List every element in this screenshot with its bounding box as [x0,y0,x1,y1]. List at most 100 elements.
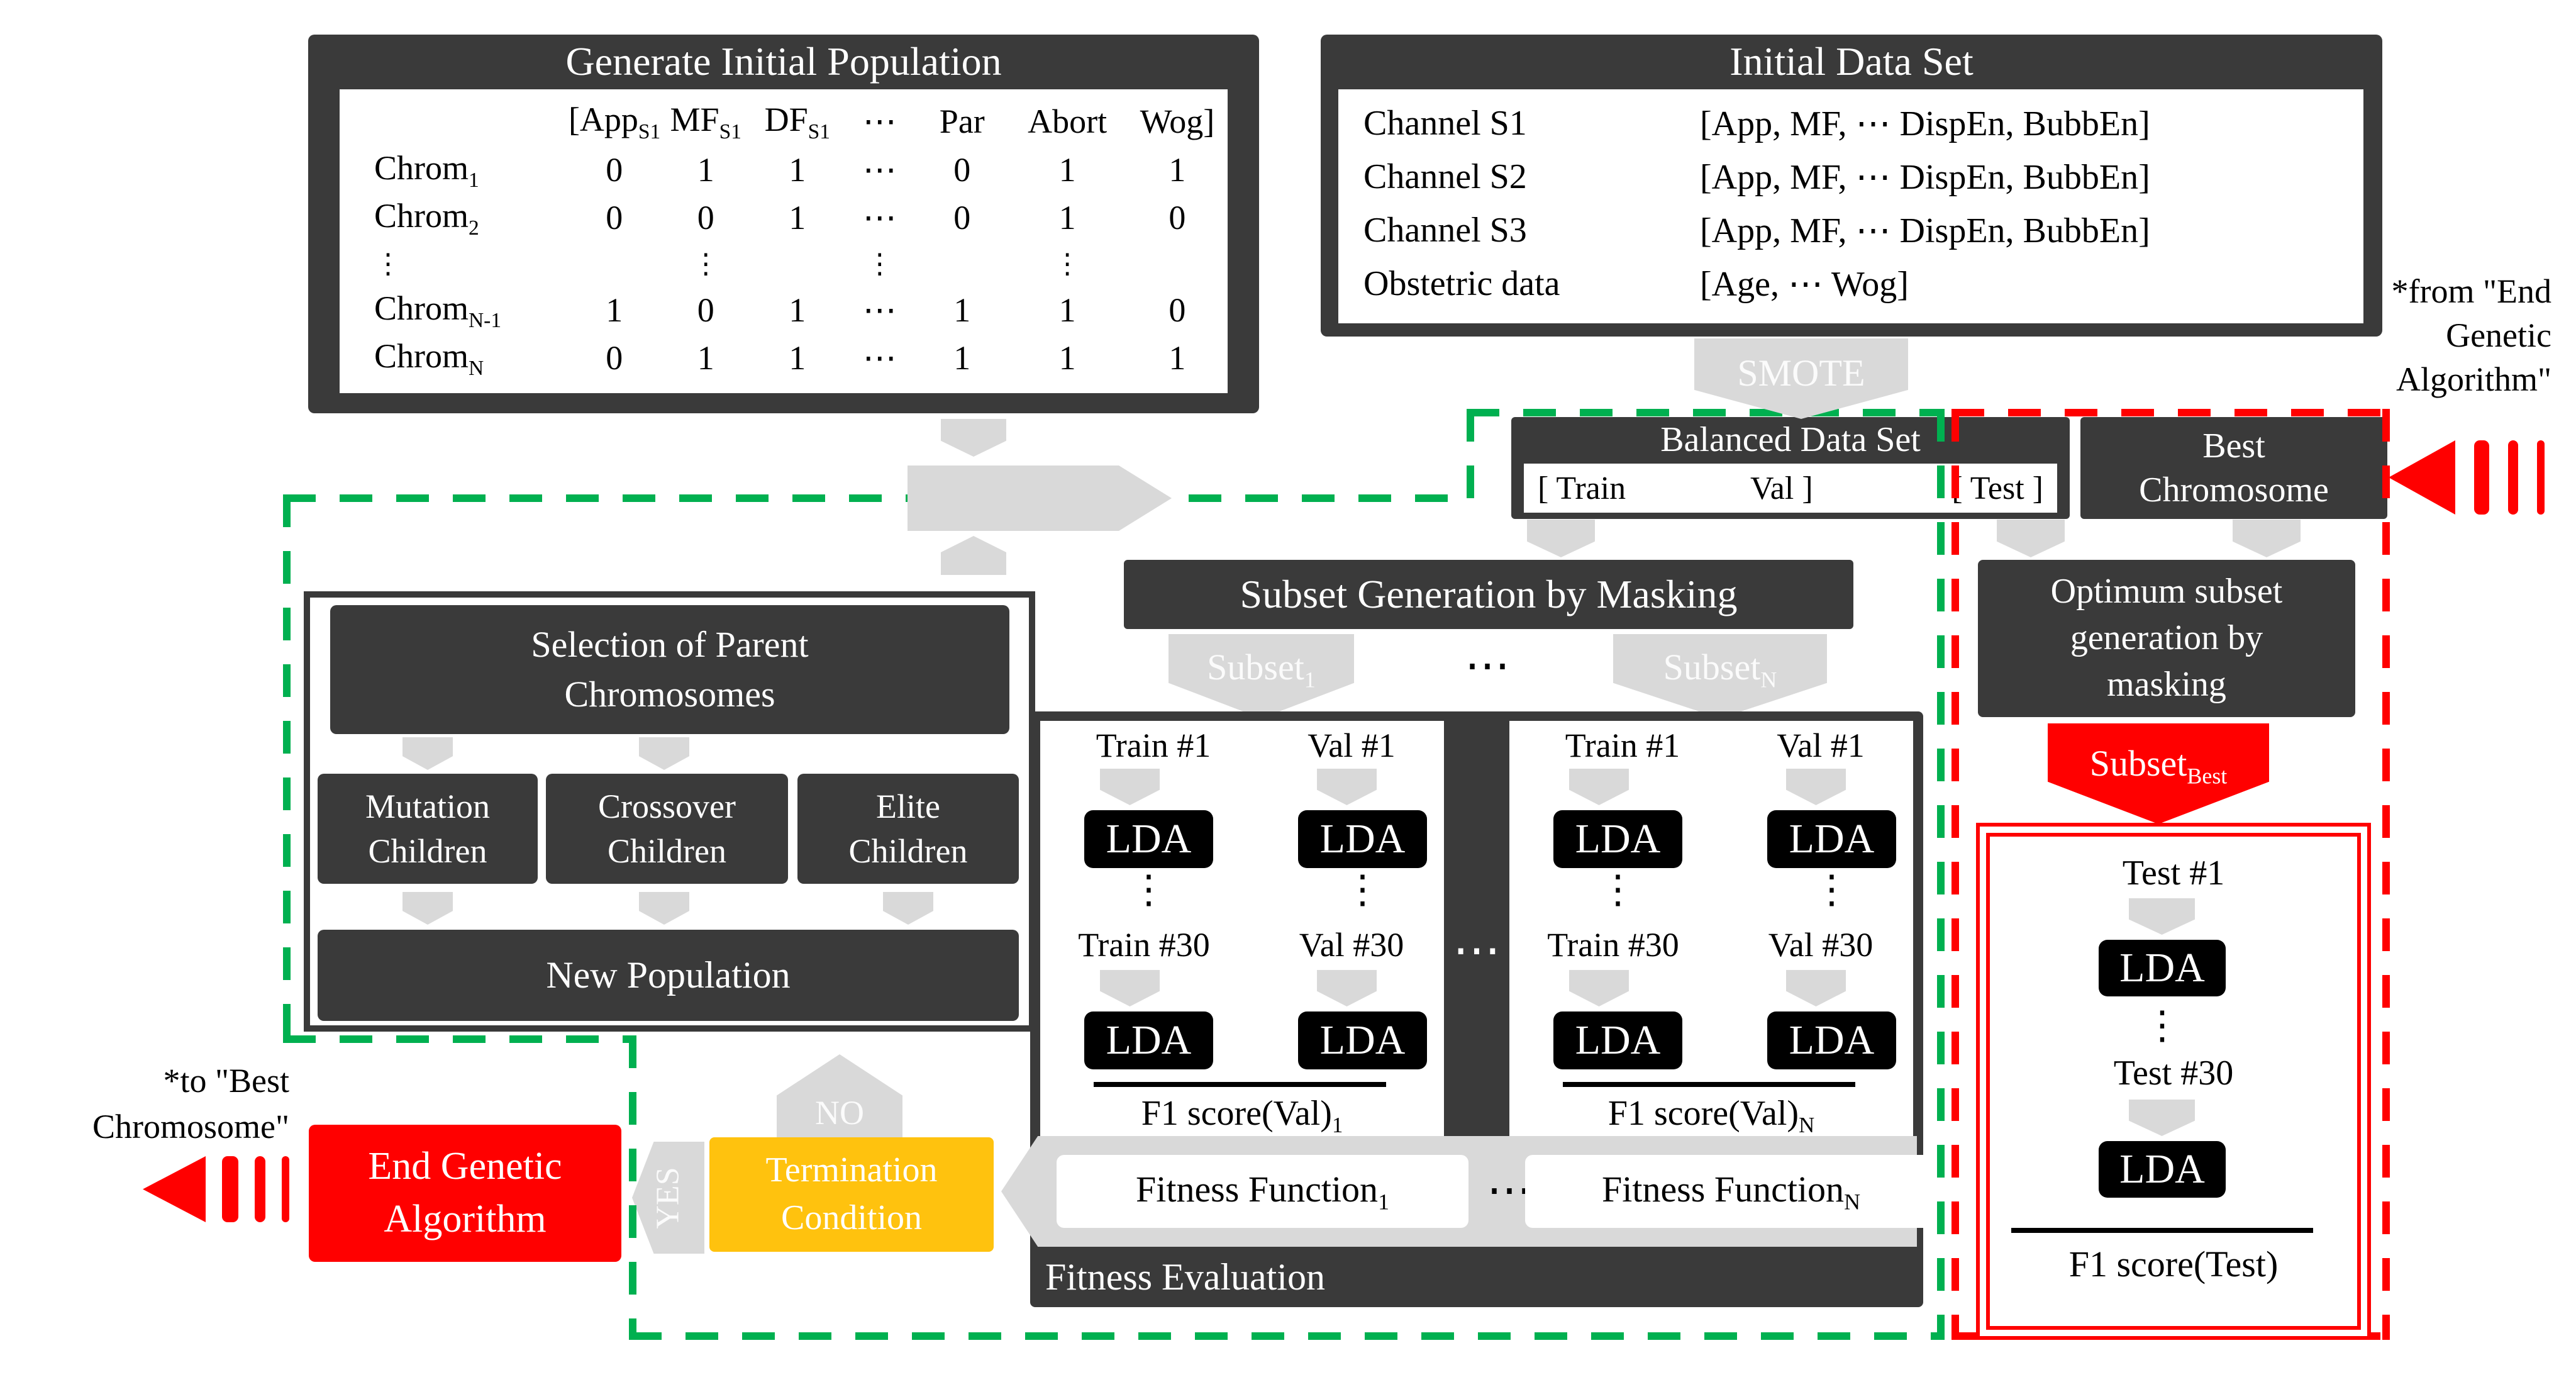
box-line: generation by [2070,618,2263,658]
gene-cell: 1 [697,339,714,377]
test-label: Test #30 [2113,1054,2234,1093]
box-line: Mutation [365,788,490,826]
subset1-label: Subset1 [1207,646,1316,693]
vertical-dots: ⋮ [1598,869,1638,911]
selection-line: Chromosomes [564,673,775,715]
best-chromosome-line: Best [2202,426,2265,465]
score-divider-line [1563,1082,1855,1087]
test-label: Test #1 [2122,854,2225,893]
subset-ellipsis: ⋯ [1465,640,1510,691]
gene-header: Wog] [1140,102,1215,140]
gene-cell: ⋯ [862,199,897,237]
gene-cell: 0 [697,291,714,329]
note-line: Algorithm" [2396,360,2551,399]
val-label: Val #30 [1768,926,1874,964]
val-split-label: Val ] [1750,471,1813,506]
test-split-label: [ Test ] [1951,471,2043,506]
lda-classifier-box: LDA [1084,810,1213,868]
flow-arrow-down-icon [1527,520,1595,557]
f1-score-val-label: F1 score(Val)N [1607,1094,1815,1138]
lda-classifier-box: LDA [1298,810,1427,868]
smote-label: SMOTE [1737,352,1865,394]
chromosome-table: [AppS1 MFS1 DFS1 ⋯ Par Abort Wog] Chrom1… [340,97,1228,382]
balanced-data-set-title: Balanced Data Set [1660,420,1921,459]
gene-cell: 1 [953,291,971,329]
green-dashed-border [629,1332,1945,1340]
gene-header: Abort [1028,102,1108,140]
arrow-head [143,1156,206,1222]
chromosome-row: ChromN 0 1 1 ⋯ 1 1 1 [340,334,1228,382]
train-label: Train #30 [1078,926,1210,964]
box-line: Termination [765,1151,938,1190]
gene-header: Par [939,102,985,140]
channel-name: Channel S2 [1363,157,1527,196]
note-line: *from "End [2391,272,2552,310]
lda-classifier-box: LDA [1553,1011,1682,1069]
flow-arrow-down-icon [1100,769,1160,805]
flow-arrow-down-icon [1786,769,1846,805]
vertical-dots: ⋮ [692,248,720,280]
gene-cell: 0 [953,151,971,189]
red-dashed-border [1951,409,2390,416]
balanced-data-split-strip: [ Train Val ] [ Test ] [1524,464,2057,513]
gene-cell: 1 [953,339,971,377]
score-divider-line [1094,1082,1386,1087]
flow-arrow-down-icon [941,419,1006,457]
gene-cell: 0 [606,199,623,237]
green-dashed-border [1467,409,1937,416]
note-line: *to "Best [163,1062,289,1100]
channel-features: [App, MF, ⋯ DispEn, BubbEn] [1700,158,2150,197]
chromosome-label: Chrom2 [374,197,479,240]
best-chromosome-line: Chromosome [2139,471,2329,510]
gene-cell: 1 [789,291,806,329]
green-dashed-border [1467,409,1474,498]
gene-header: DFS1 [764,100,830,143]
box-line: End Genetic [368,1145,562,1188]
new-population-label: New Population [546,954,791,996]
channel-name: Channel S1 [1363,104,1527,143]
selection-line: Selection of Parent [531,624,809,666]
flow-arrow-down-icon [1569,970,1629,1006]
lda-classifier-box: LDA [1553,810,1682,868]
gene-cell: 0 [606,151,623,189]
gene-cell: 1 [1058,291,1076,329]
subsetN-evaluation-card: Train #1 Val #1 LDA LDA ⋮ ⋮ Train #30 Va… [1509,721,1913,1137]
flow-arrow-down-icon [1786,970,1846,1006]
initial-data-list: Channel S1 [App, MF, ⋯ DispEn, BubbEn] C… [1338,89,2363,323]
train-label: Train #30 [1547,926,1679,964]
mutation-children-box: Mutation Children [318,774,538,884]
arrow-bar [282,1156,289,1222]
train-label: Train #1 [1565,727,1680,764]
channel-features: [Age, ⋯ Wog] [1700,265,1909,304]
f1-score-test-label: F1 score(Test) [2068,1244,2279,1284]
arrow-head [2389,440,2455,515]
chromosome-label: ChromN-1 [374,289,502,332]
gene-cell: ⋯ [862,151,897,189]
no-label: NO [815,1094,864,1132]
gene-cell: 1 [697,151,714,189]
red-dashed-border [2382,409,2390,1340]
lda-classifier-box: LDA [1767,810,1896,868]
subset-best-label: SubsetBest [2089,742,2228,789]
red-exit-arrow-icon [143,1156,294,1222]
arrow-bar [255,1156,265,1222]
lda-classifier-box: LDA [1767,1011,1896,1069]
gene-header: ⋯ [862,102,897,140]
red-dashed-border [1951,409,1959,1340]
vertical-dots: ⋮ [1812,869,1852,911]
val-label: Val #1 [1777,727,1865,764]
val-label: Val #30 [1299,926,1404,964]
subset1-arrow-icon: Subset1 [1169,634,1354,718]
termination-condition-box: Termination Condition [709,1137,994,1252]
arrow-bar [2508,440,2518,515]
flow-arrow-down-icon [1997,520,2065,557]
train-split-label: [ Train [1538,471,1626,506]
flow-arrow-down-icon [1569,769,1629,805]
channel-features: [App, MF, ⋯ DispEn, BubbEn] [1700,211,2150,250]
smote-arrow-icon: SMOTE [1694,338,1908,419]
from-end-ga-note: *from "End Genetic Algorithm" [2300,269,2552,402]
gene-cell: 1 [1058,199,1076,237]
lda-classifier-box: LDA [1084,1011,1213,1069]
channel-name: Obstetric data [1363,264,1560,303]
